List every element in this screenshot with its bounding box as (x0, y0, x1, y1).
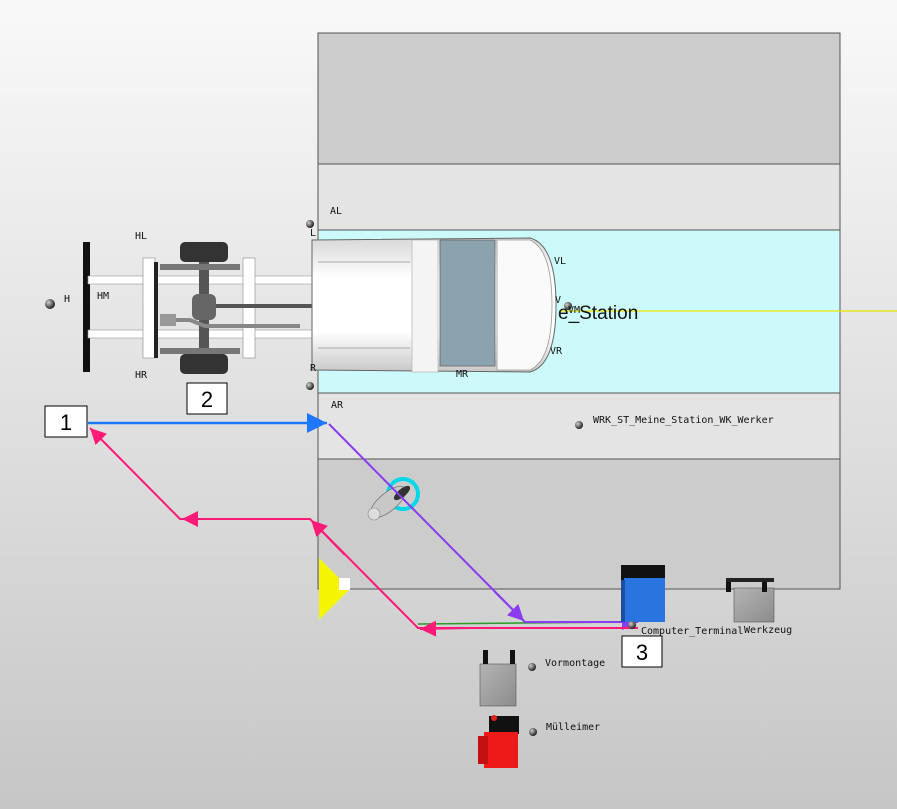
step-marker-2-box (186, 382, 228, 415)
vormontage-marker (528, 663, 536, 671)
point-label-al: AL (330, 206, 342, 217)
werkzeug-box-body (733, 587, 775, 623)
zone-upper-strip (317, 163, 841, 231)
chassis-crossmember-3 (154, 262, 158, 358)
station-name-label: e_Station (558, 303, 638, 324)
walk-paths (88, 413, 638, 637)
worker-arm (393, 485, 411, 501)
werkzeug-box-handle-right (762, 578, 767, 592)
muffler (160, 314, 176, 326)
point-label-ar: AR (331, 400, 344, 411)
vormontage-label: Vormontage (545, 658, 605, 669)
point-label-h: H (64, 294, 70, 305)
point-label-hr: HR (135, 370, 148, 381)
point-label-hm: HM (97, 291, 109, 302)
step-marker-1-label: 1 (60, 410, 72, 435)
computer-terminal-side (621, 580, 625, 622)
worker-head (367, 507, 381, 521)
step-marker-3[interactable]: 3 (621, 635, 663, 668)
wheel-lower (180, 354, 228, 374)
wheel-upper (180, 242, 228, 262)
vormontage-box[interactable] (479, 650, 517, 707)
werkzeug-box-rim (726, 578, 774, 582)
vormontage-box-body (479, 663, 517, 707)
werkzeug-box-handle-left (726, 578, 731, 592)
muelleimer-bin-body (484, 732, 518, 768)
van-cab-divider (411, 239, 439, 373)
point-marker-r (306, 382, 314, 390)
computer-terminal-body (624, 578, 665, 622)
axle-beam-upper (160, 264, 240, 270)
computer-terminal-label: Computer_Terminal (641, 626, 743, 637)
worker-figure[interactable] (365, 477, 420, 523)
entry-triangle-tab (339, 578, 350, 590)
point-label-vr: VR (550, 346, 563, 357)
path-pink-arrow-b (310, 519, 346, 556)
point-marker-h (45, 299, 55, 309)
muelleimer-bin-knob (491, 715, 497, 721)
axle-beam-lower (160, 348, 240, 354)
point-marker-vm (564, 302, 572, 310)
point-label-mr: MR (456, 369, 469, 380)
entry-triangle (319, 558, 350, 620)
chassis-rear-bar (83, 242, 90, 372)
step-marker-2[interactable]: 2 (186, 382, 228, 415)
point-label-v: V (555, 295, 561, 306)
chassis-crossmember-1 (142, 257, 156, 359)
muelleimer-bin[interactable] (478, 715, 519, 768)
muelleimer-bin-top (489, 716, 519, 734)
point-marker-l (306, 220, 314, 228)
muelleimer-label: Mülleimer (546, 722, 600, 733)
path-purple (328, 423, 638, 630)
step-marker-3-box (621, 635, 663, 668)
point-label-vl: VL (554, 256, 566, 267)
point-label-r: R (310, 363, 317, 374)
werkzeug-label: Werkzeug (744, 625, 792, 636)
computer-terminal-marker (628, 621, 636, 629)
van-windshield (439, 239, 496, 367)
step-marker-1-box (44, 405, 88, 438)
point-label-hl: HL (135, 231, 147, 242)
vormontage-box-handle-right (510, 650, 515, 664)
point-label-vm: VM (568, 305, 580, 316)
step-marker-3-label: 3 (636, 640, 648, 665)
point-label-l: L (310, 228, 316, 239)
exhaust-pipe (160, 318, 300, 328)
vehicle-van (311, 237, 557, 373)
werkzeug-box[interactable] (726, 578, 775, 623)
path-purple-arrow-mid (494, 591, 525, 622)
path-pink (89, 427, 638, 629)
differential (192, 294, 216, 320)
muelleimer-bin-front (478, 736, 488, 764)
step-marker-2-label: 2 (201, 387, 213, 412)
van-hood (496, 239, 553, 371)
vormontage-box-handle-left (483, 650, 488, 664)
chassis (83, 242, 319, 374)
worker-marker (575, 421, 583, 429)
computer-terminal[interactable] (621, 565, 665, 622)
worker-label: WRK_ST_Meine_Station_WK_Werker (593, 415, 774, 426)
path-pink-arrow-a (419, 620, 471, 637)
muelleimer-marker (529, 728, 537, 736)
step-marker-1[interactable]: 1 (44, 405, 88, 438)
zone-top (317, 32, 841, 165)
